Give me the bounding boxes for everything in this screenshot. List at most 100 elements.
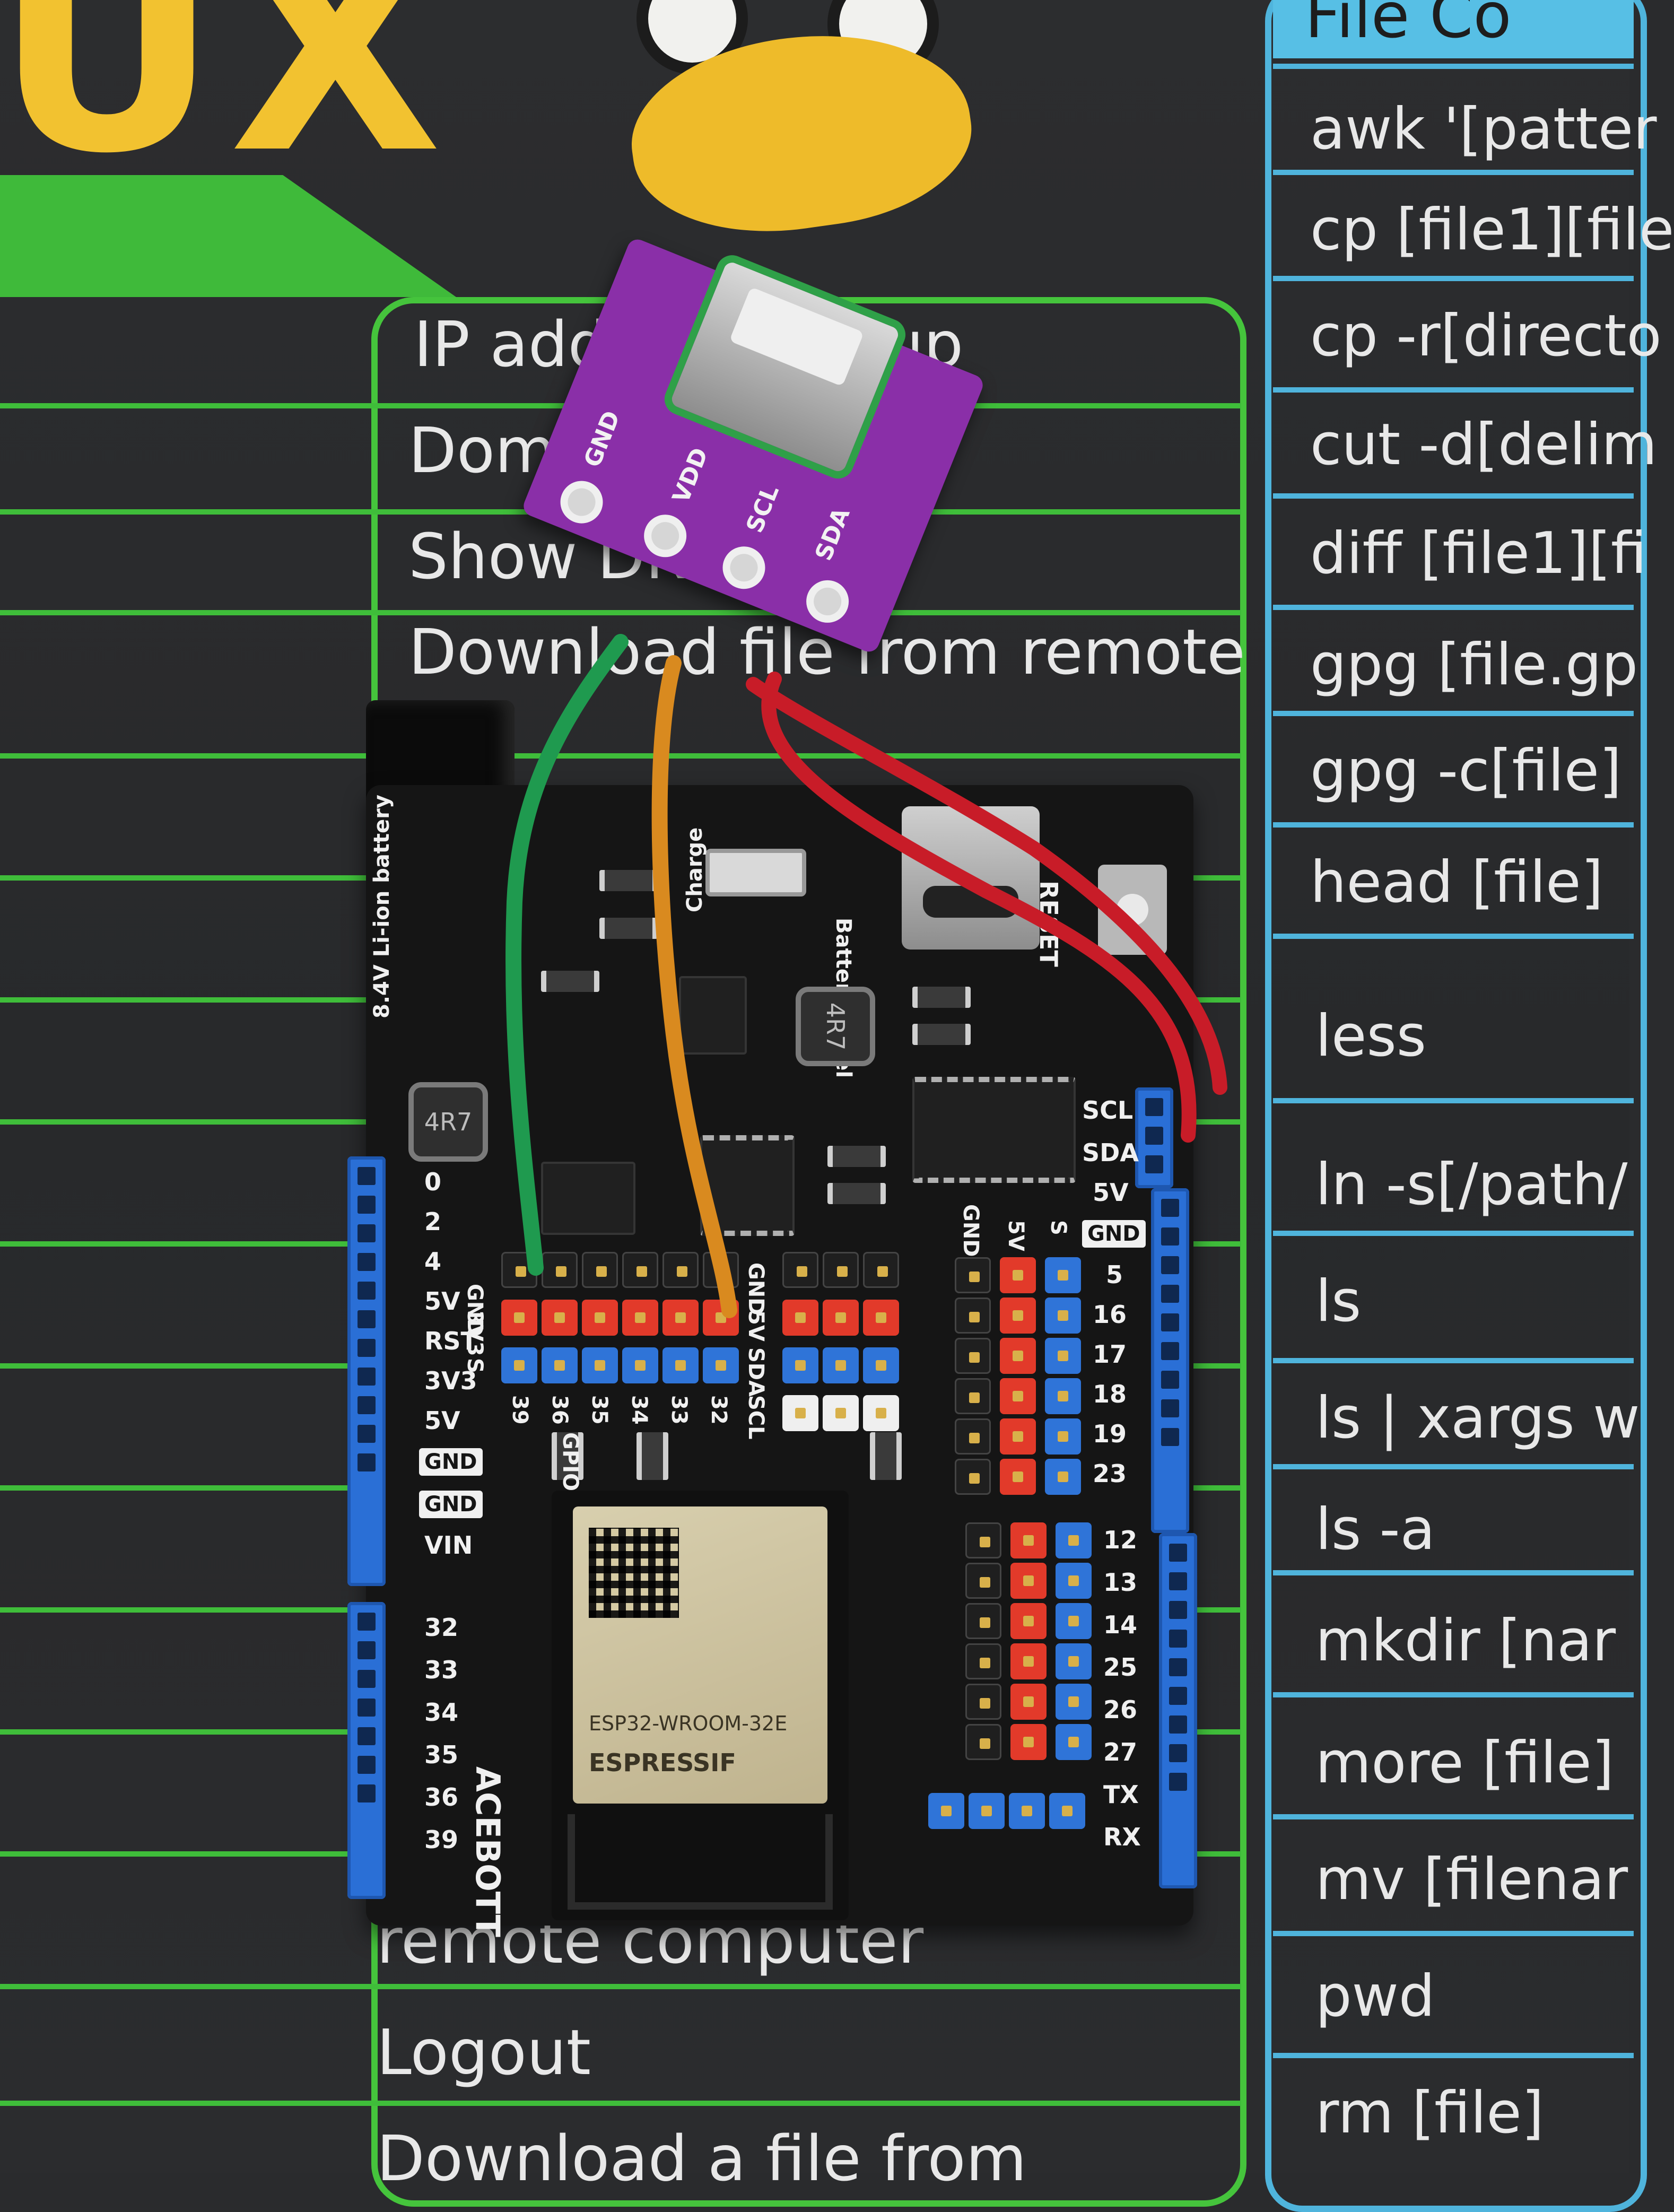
right-header-top[interactable] bbox=[1151, 1188, 1189, 1533]
pin-label: 2 bbox=[424, 1207, 442, 1236]
command-item: less bbox=[1315, 1003, 1426, 1069]
smd-component bbox=[827, 1183, 886, 1204]
pin-label: 0 bbox=[424, 1168, 442, 1196]
command-item: more [file] bbox=[1315, 1730, 1614, 1796]
pin-label: 35 bbox=[424, 1740, 459, 1769]
smd-component bbox=[912, 1024, 971, 1045]
menu-divider bbox=[0, 1984, 1241, 1989]
command-item: mkdir [nar bbox=[1315, 1608, 1616, 1674]
command-divider bbox=[1273, 1098, 1634, 1103]
pin-label: RX bbox=[1103, 1823, 1141, 1851]
pin-label: VIN bbox=[424, 1531, 473, 1560]
gpio-row-3v3[interactable] bbox=[501, 1300, 739, 1336]
pin-label: 39 bbox=[424, 1825, 459, 1854]
command-divider bbox=[1273, 170, 1634, 175]
mosfet bbox=[679, 976, 747, 1055]
pin-label: GND bbox=[1082, 1220, 1146, 1248]
command-item: cp [file1][file bbox=[1310, 197, 1674, 263]
ic-chip bbox=[912, 1077, 1076, 1183]
mat-logo-letters: UX bbox=[0, 0, 453, 214]
gpio-col-gnd-bottom[interactable] bbox=[965, 1522, 1001, 1760]
command-divider bbox=[1273, 1464, 1634, 1469]
wire-red-1 bbox=[746, 677, 1227, 1095]
gpio-col-gnd-top[interactable] bbox=[955, 1257, 991, 1495]
gpio-col-5v-bottom[interactable] bbox=[1010, 1522, 1047, 1760]
left-header-bottom[interactable] bbox=[347, 1602, 386, 1899]
pin-label: RST bbox=[424, 1327, 477, 1355]
photo-scene: UX IP address lookup Domain lookup Show … bbox=[0, 0, 1629, 2173]
left-header-top[interactable] bbox=[347, 1156, 386, 1586]
command-divider bbox=[1273, 1692, 1634, 1697]
menu-divider bbox=[0, 610, 1241, 615]
pin-label: SCL bbox=[1082, 1096, 1134, 1125]
smd-component bbox=[552, 1432, 583, 1480]
pin-label: 36 bbox=[424, 1783, 459, 1812]
command-item: gpg [file.gp bbox=[1310, 632, 1638, 698]
command-item: mv [filenar bbox=[1315, 1847, 1628, 1913]
command-divider bbox=[1273, 711, 1634, 716]
command-divider bbox=[1273, 493, 1634, 499]
command-item: head [file] bbox=[1310, 849, 1603, 916]
i2c-row-5v[interactable] bbox=[782, 1300, 899, 1336]
pcb-antenna bbox=[568, 1814, 833, 1910]
menu-divider bbox=[0, 2101, 1241, 2106]
command-item: diff [file1][fi bbox=[1310, 520, 1647, 587]
pin-label: 5V bbox=[1093, 1178, 1129, 1207]
menu-divider bbox=[0, 753, 1241, 759]
command-divider bbox=[1273, 934, 1634, 939]
gpio-col-5v-top[interactable] bbox=[1000, 1257, 1036, 1495]
jumper-wires bbox=[505, 634, 1227, 1318]
command-divider bbox=[1273, 64, 1634, 69]
pin-label: 5 bbox=[1106, 1260, 1123, 1289]
pin-label: 3V3 bbox=[424, 1366, 477, 1395]
i2c-header[interactable] bbox=[1135, 1087, 1173, 1188]
command-divider bbox=[1273, 1358, 1634, 1363]
i2c-row-sda[interactable] bbox=[782, 1347, 899, 1383]
pin-label: 4 bbox=[424, 1247, 442, 1276]
i2c-row-gnd[interactable] bbox=[782, 1252, 899, 1288]
pin-label: 32 bbox=[424, 1613, 459, 1642]
i2c-row-scl[interactable] bbox=[782, 1395, 899, 1431]
command-item: ls -a bbox=[1315, 1496, 1435, 1563]
qr-code bbox=[589, 1528, 679, 1618]
pin-label: 33 bbox=[424, 1656, 459, 1684]
gpio-col-signal-bottom[interactable] bbox=[1056, 1522, 1092, 1760]
pin-label: TX bbox=[1103, 1780, 1139, 1809]
pin-label: 26 bbox=[1103, 1695, 1138, 1724]
command-divider bbox=[1273, 1231, 1634, 1236]
command-divider bbox=[1273, 2053, 1634, 2058]
pin-label: 16 bbox=[1093, 1300, 1127, 1329]
smd-component bbox=[599, 918, 658, 939]
pin-label: 5V bbox=[424, 1287, 460, 1316]
pin-label: 5V bbox=[424, 1406, 460, 1435]
gpio-row-signal[interactable] bbox=[501, 1347, 739, 1383]
pin-label: SDA bbox=[1082, 1138, 1139, 1167]
gpio-col-signal-top[interactable] bbox=[1045, 1257, 1081, 1495]
battery-level-leds bbox=[705, 849, 806, 896]
module-brand: ESPRESSIF bbox=[589, 1748, 736, 1777]
command-divider bbox=[1273, 276, 1634, 281]
command-item: ls bbox=[1315, 1268, 1362, 1335]
pin-label: 27 bbox=[1103, 1738, 1138, 1766]
command-divider bbox=[1273, 605, 1634, 610]
pin-label: 18 bbox=[1093, 1380, 1127, 1408]
command-item: cp -r[directo bbox=[1310, 303, 1662, 369]
command-item: cut -d[delim bbox=[1310, 412, 1658, 478]
command-item: pwd bbox=[1315, 1963, 1435, 2030]
menu-item: Download a file from bbox=[377, 2122, 1027, 2195]
command-divider bbox=[1273, 1931, 1634, 1936]
right-header-bottom[interactable] bbox=[1159, 1533, 1197, 1888]
pin-label: 23 bbox=[1093, 1459, 1127, 1488]
bottom-pin-header[interactable] bbox=[928, 1793, 1085, 1829]
command-item: awk '[patter bbox=[1310, 96, 1657, 162]
pin-label: 13 bbox=[1103, 1568, 1138, 1597]
wire-green bbox=[505, 634, 629, 1276]
command-item: ls | xargs w bbox=[1315, 1385, 1640, 1451]
pin-label: GND bbox=[419, 1448, 483, 1476]
smd-component bbox=[637, 1432, 668, 1480]
menu-item: Logout bbox=[377, 2016, 591, 2089]
commands-header-bar bbox=[1273, 0, 1634, 58]
pin-label: GND bbox=[419, 1491, 483, 1518]
smd-component bbox=[870, 1432, 902, 1480]
smd-component bbox=[912, 987, 971, 1008]
